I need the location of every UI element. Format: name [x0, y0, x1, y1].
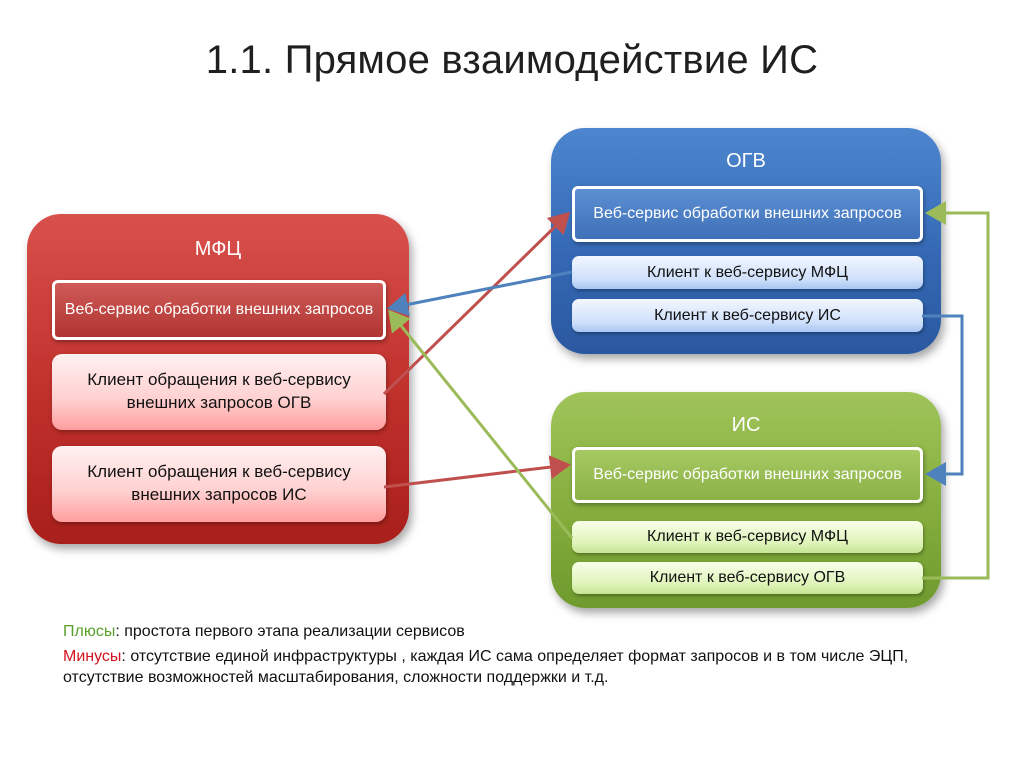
is-web-service-box[interactable]: Веб-сервис обработки внешних запросов [572, 447, 923, 503]
ogv-client-is-box[interactable]: Клиент к веб-сервису ИС [572, 299, 923, 332]
cons-label: Минусы [63, 647, 122, 665]
arrow-mfc-to-is-service [383, 455, 571, 489]
ogv-group-label: ОГВ [726, 150, 766, 172]
arrow-mfc-to-ogv-service [382, 211, 571, 396]
mfc-group: МФЦ Веб-сервис обработки внешних запросо… [27, 214, 409, 544]
mfc-web-service-box[interactable]: Веб-сервис обработки внешних запросов [52, 280, 386, 340]
ogv-group: ОГВ Веб-сервис обработки внешних запросо… [551, 128, 941, 354]
mfc-group-label: МФЦ [194, 238, 242, 260]
page-title: 1.1. Прямое взаимодействие ИС [205, 38, 819, 82]
arrow-ogv-to-is-service [922, 314, 964, 486]
is-client-mfc-box[interactable]: Клиент к веб-сервису МФЦ [572, 521, 923, 553]
arrow-ogv-to-mfc-service [387, 270, 573, 317]
is-group: ИС Веб-сервис обработки внешних запросов… [551, 392, 941, 608]
arrow-is-to-ogv-service [922, 201, 990, 580]
cons-line: Минусы: отсутствие единой инфраструктуры… [63, 647, 963, 689]
pros-text: : простота первого этапа реализации серв… [115, 623, 465, 640]
mfc-client-is-box[interactable]: Клиент обращения к веб-сервису внешних з… [52, 446, 386, 522]
mfc-client-ogv-box[interactable]: Клиент обращения к веб-сервису внешних з… [52, 354, 386, 430]
cons-text: : отсутствие единой инфраструктуры , каж… [63, 647, 909, 686]
pros-label: Плюсы [63, 623, 116, 640]
arrow-is-to-mfc-service [388, 309, 574, 539]
is-client-ogv-box[interactable]: Клиент к веб-сервису ОГВ [572, 562, 923, 594]
notes-block: Плюсы: простота первого этапа реализации… [63, 622, 963, 692]
ogv-web-service-box[interactable]: Веб-сервис обработки внешних запросов [572, 186, 923, 242]
is-group-label: ИС [731, 414, 761, 436]
ogv-client-mfc-box[interactable]: Клиент к веб-сервису МФЦ [572, 256, 923, 289]
pros-line: Плюсы: простота первого этапа реализации… [63, 622, 963, 643]
